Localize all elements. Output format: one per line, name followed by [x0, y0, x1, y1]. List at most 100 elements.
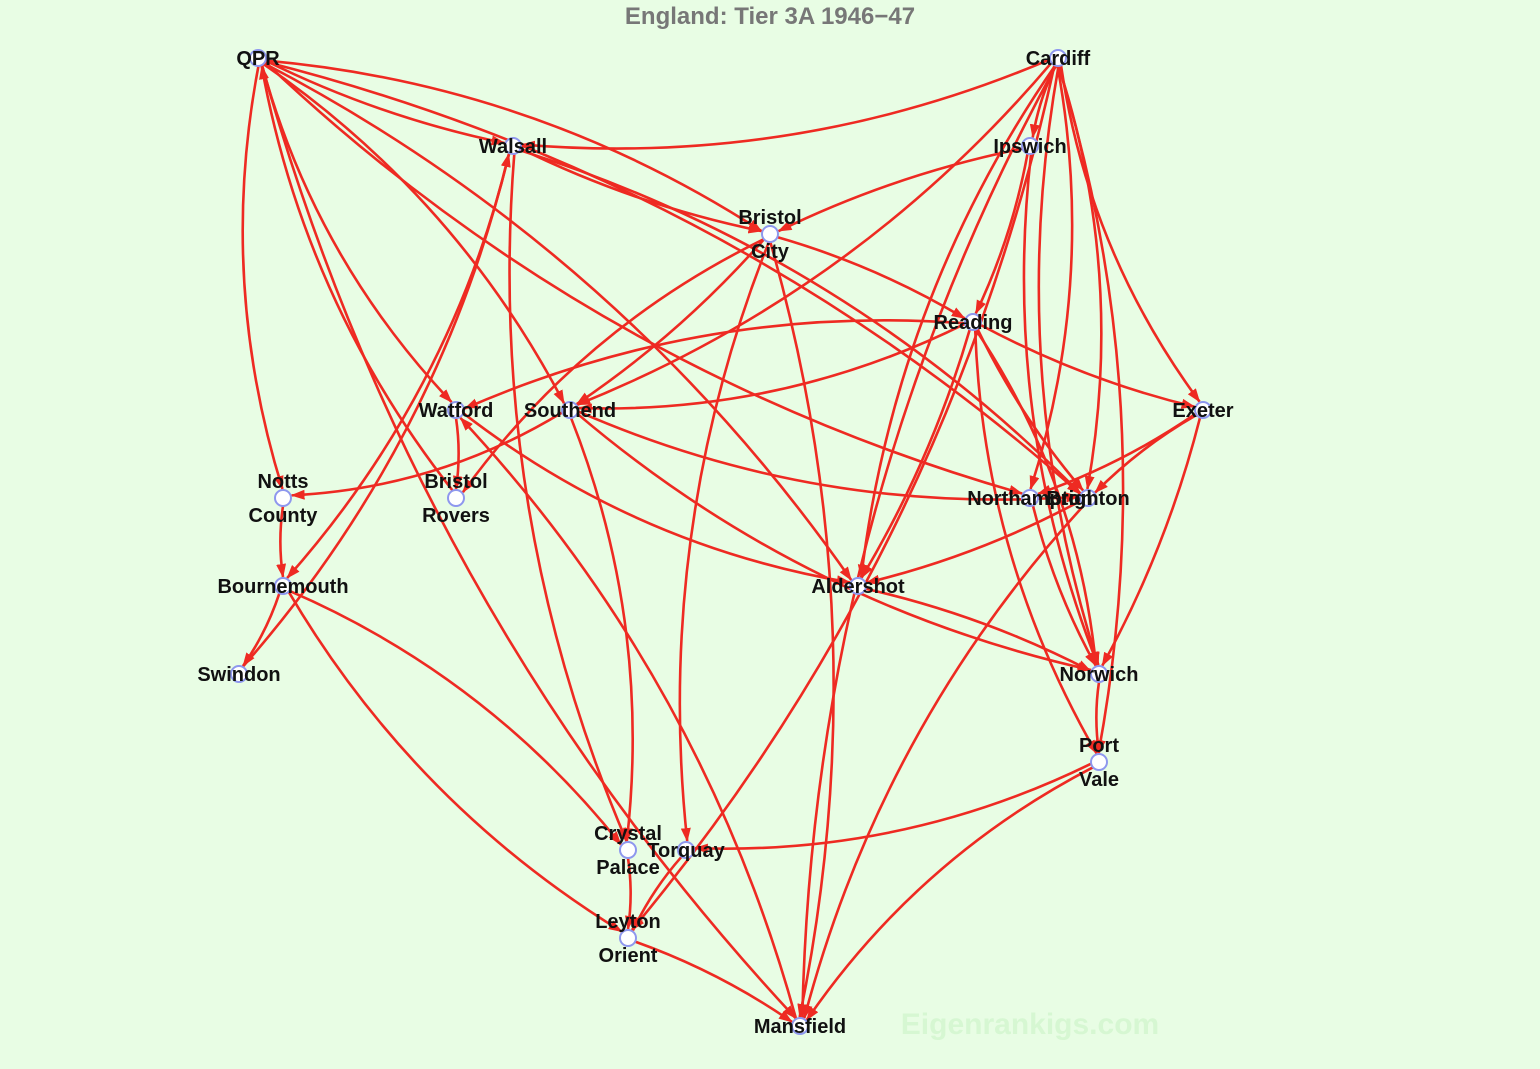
node-label-southend: Southend — [524, 400, 616, 422]
node-exeter[interactable] — [1194, 401, 1212, 419]
edge-mansfield-to-watford — [459, 416, 798, 1020]
node-crystal-palace[interactable] — [619, 841, 637, 859]
edge-exeter-to-brighton — [1094, 413, 1198, 494]
node-port-vale[interactable] — [1090, 753, 1108, 771]
edge-cardiff-to-walsall — [520, 58, 1051, 151]
edge-cardiff-to-leyton-orient — [630, 64, 1056, 931]
edge-cardiff-to-northampton — [1029, 65, 1074, 490]
edge-bristol-rovers-to-qpr — [259, 65, 454, 492]
edge-reading-to-watford — [463, 319, 966, 410]
node-label-reading: Reading — [934, 312, 1013, 334]
edge-qpr-to-aldershot — [263, 62, 853, 581]
node-northampton[interactable] — [1021, 489, 1039, 507]
node-cardiff[interactable] — [1049, 49, 1067, 67]
node-label-norwich: Norwich — [1060, 664, 1139, 686]
node-label-bournemouth: Bournemouth — [217, 576, 348, 598]
edge-aldershot-to-norwich — [865, 587, 1092, 673]
edge-ipswich-to-reading — [974, 153, 1029, 315]
node-reading[interactable] — [964, 313, 982, 331]
edge-notts-county-to-bournemouth — [276, 505, 287, 578]
node-label-northampton: Northampton — [967, 488, 1093, 510]
node-label-walsall: Walsall — [479, 136, 547, 158]
edge-southend-to-crystal-palace — [569, 417, 634, 843]
watermark: Eigenrankigs.com — [901, 1008, 1159, 1041]
edge-bournemouth-to-swindon — [241, 592, 281, 667]
edge-reading-to-port-vale — [973, 329, 1098, 755]
node-label-qpr: QPR — [236, 48, 280, 70]
edge-cardiff-to-port-vale — [1057, 65, 1125, 754]
node-swindon[interactable] — [230, 665, 248, 683]
node-aldershot[interactable] — [849, 577, 867, 595]
edge-norwich-to-port-vale — [1092, 681, 1103, 754]
edge-watford-to-aldershot — [462, 412, 851, 586]
edge-cardiff-to-aldershot — [857, 64, 1057, 579]
edge-leyton-orient-to-mansfield — [634, 940, 793, 1023]
edge-qpr-to-mansfield — [260, 64, 797, 1020]
edge-bristol-city-to-torquay — [678, 241, 771, 843]
edge-qpr-to-bristol-city — [265, 59, 763, 233]
edge-port-vale-to-torquay — [693, 762, 1092, 854]
edge-walsall-to-brighton — [519, 148, 1082, 495]
node-notts-county[interactable] — [274, 489, 292, 507]
node-label-cardiff: Cardiff — [1026, 48, 1091, 70]
node-label-exeter: Exeter — [1172, 400, 1233, 422]
edge-qpr-to-southend — [262, 62, 566, 405]
edge-cardiff-to-exeter — [1059, 65, 1201, 403]
edge-reading-to-aldershot — [860, 328, 972, 579]
node-label-brighton: Brighton — [1046, 488, 1129, 510]
edge-southend-to-notts-county — [290, 411, 564, 500]
edge-qpr-to-brighton — [264, 60, 1081, 495]
edge-port-vale-to-mansfield — [805, 766, 1094, 1021]
node-brighton[interactable] — [1079, 489, 1097, 507]
edge-bristol-city-to-southend — [575, 238, 765, 406]
node-qpr[interactable] — [249, 49, 267, 67]
edge-bournemouth-to-crystal-palace — [288, 589, 622, 846]
node-southend[interactable] — [561, 401, 579, 419]
edge-cardiff-to-southend — [576, 61, 1053, 406]
edge-ipswich-to-norwich — [1022, 153, 1100, 667]
edge-bristol-city-to-bristol-rovers — [461, 237, 765, 494]
node-walsall[interactable] — [504, 137, 522, 155]
node-leyton-orient[interactable] — [619, 929, 637, 947]
node-norwich[interactable] — [1090, 665, 1108, 683]
node-bristol-rovers[interactable] — [447, 489, 465, 507]
node-ipswich[interactable] — [1021, 137, 1039, 155]
edge-cardiff-to-mansfield — [797, 65, 1058, 1019]
node-label-torquay: Torquay — [647, 840, 725, 862]
node-label-watford: Watford — [419, 400, 494, 422]
edge-reading-to-norwich — [974, 328, 1100, 667]
edge-crystal-palace-to-leyton-orient — [624, 857, 635, 930]
edge-qpr-to-northampton — [264, 61, 1024, 495]
edge-reading-to-southend — [577, 322, 966, 414]
diagram-title: England: Tier 3A 1946−47 — [625, 3, 915, 30]
edge-exeter-to-northampton — [1037, 412, 1197, 496]
edge-southend-to-norwich — [576, 412, 1092, 673]
edge-qpr-to-walsall — [264, 59, 506, 146]
node-label-aldershot: Aldershot — [811, 576, 905, 598]
node-label-mansfield: Mansfield — [754, 1016, 846, 1038]
edge-exeter-to-norwich — [1101, 417, 1202, 667]
edge-southend-to-brighton — [577, 410, 1081, 503]
edge-bournemouth-to-leyton-orient — [287, 591, 623, 933]
node-bristol-city[interactable] — [761, 225, 779, 243]
edge-cardiff-to-norwich — [1037, 65, 1100, 666]
node-torquay[interactable] — [677, 841, 695, 859]
edge-watford-to-bristol-rovers — [452, 417, 463, 490]
node-mansfield[interactable] — [791, 1017, 809, 1035]
edge-northampton-to-norwich — [1031, 505, 1097, 667]
node-watford[interactable] — [447, 401, 465, 419]
edge-reading-to-exeter — [979, 323, 1196, 409]
edge-torquay-to-leyton-orient — [631, 855, 683, 932]
edge-ipswich-to-bristol-city — [777, 147, 1023, 233]
edge-walsall-to-crystal-palace — [508, 153, 628, 843]
node-label-ipswich: Ipswich — [993, 136, 1066, 158]
node-bournemouth[interactable] — [274, 577, 292, 595]
edge-walsall-to-bristol-city — [519, 147, 763, 234]
